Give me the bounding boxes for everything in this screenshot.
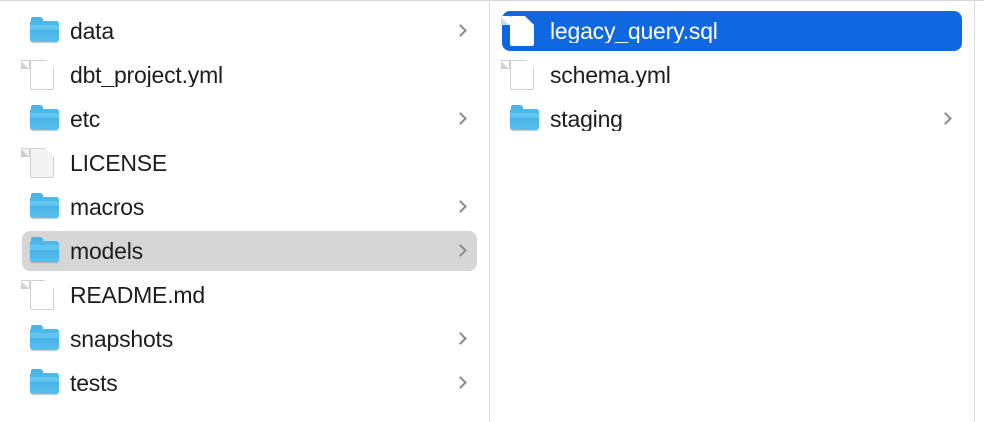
- chevron-right-icon[interactable]: [455, 375, 467, 391]
- file-row-label: snapshots: [70, 327, 174, 351]
- chevron-right-icon[interactable]: [455, 243, 467, 259]
- folder-icon: [30, 235, 59, 267]
- document-plain-icon: [21, 147, 58, 179]
- file-row[interactable]: data: [22, 11, 477, 51]
- chevron-right-icon[interactable]: [940, 111, 952, 127]
- file-row[interactable]: README.md: [21, 275, 477, 315]
- file-row[interactable]: snapshots: [22, 319, 477, 359]
- chevron-right-icon[interactable]: [455, 199, 467, 215]
- file-row[interactable]: legacy_query.sql: [501, 11, 962, 51]
- folder-icon: [30, 191, 59, 223]
- file-row[interactable]: staging: [502, 99, 962, 139]
- file-row-label: tests: [70, 371, 118, 395]
- chevron-placeholder: [455, 287, 467, 303]
- file-column-models[interactable]: legacy_query.sql schema.yml staging: [490, 1, 975, 422]
- file-row-label: models: [70, 239, 143, 263]
- file-row[interactable]: models: [22, 231, 477, 271]
- chevron-placeholder: [455, 155, 467, 171]
- file-row-label: macros: [70, 195, 145, 219]
- document-icon: [501, 59, 538, 91]
- file-row-label: schema.yml: [550, 63, 671, 87]
- folder-icon: [30, 323, 59, 355]
- file-row[interactable]: macros: [22, 187, 477, 227]
- file-row-label: LICENSE: [70, 151, 168, 175]
- file-row[interactable]: tests: [22, 363, 477, 403]
- folder-icon: [510, 103, 539, 135]
- folder-icon: [30, 15, 59, 47]
- chevron-placeholder: [940, 67, 952, 83]
- file-row-label: data: [70, 19, 114, 43]
- chevron-right-icon[interactable]: [455, 111, 467, 127]
- chevron-placeholder: [455, 67, 467, 83]
- chevron-placeholder: [940, 23, 952, 39]
- file-row[interactable]: dbt_project.yml: [21, 55, 477, 95]
- chevron-right-icon[interactable]: [455, 331, 467, 347]
- file-row[interactable]: etc: [22, 99, 477, 139]
- document-icon: [21, 59, 58, 91]
- file-row-label: dbt_project.yml: [70, 63, 223, 87]
- file-row-label: staging: [550, 107, 623, 131]
- file-row-label: legacy_query.sql: [550, 19, 718, 43]
- file-row[interactable]: LICENSE: [21, 143, 477, 183]
- file-row-label: README.md: [70, 283, 205, 307]
- file-row-label: etc: [70, 107, 101, 131]
- chevron-right-icon[interactable]: [455, 23, 467, 39]
- document-icon: [501, 15, 538, 47]
- document-icon: [21, 279, 58, 311]
- empty-preview-column: [975, 1, 984, 422]
- folder-icon: [30, 367, 59, 399]
- folder-icon: [30, 103, 59, 135]
- file-row[interactable]: schema.yml: [501, 55, 962, 95]
